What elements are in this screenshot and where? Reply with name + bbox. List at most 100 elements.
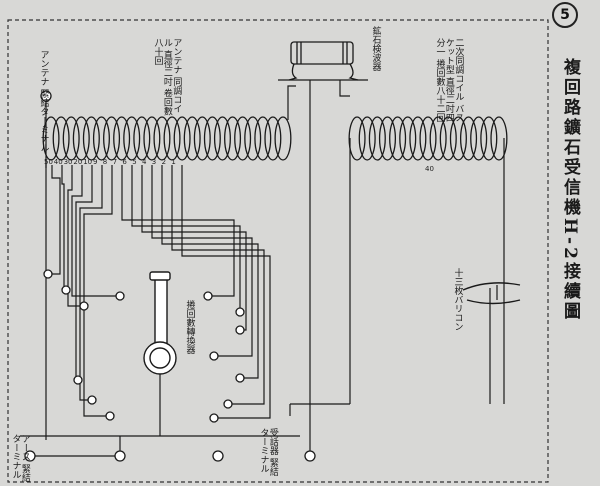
coil-turn: [113, 116, 131, 161]
label-secondary-coil: 二次同調コイル バスケット型 直徑二吋四分一 捲回數八十二回: [434, 38, 464, 122]
tap-number: 40: [53, 158, 63, 166]
tap-number: 1: [171, 158, 176, 166]
tap-number: 10: [83, 158, 93, 166]
coil-turn: [183, 116, 201, 161]
switch-contact: [209, 413, 219, 423]
switch-contact: [209, 351, 219, 361]
page-number-badge: 5: [552, 2, 578, 28]
coil-turn: [143, 116, 161, 161]
switch-contact: [235, 325, 245, 335]
label-condenser: 十三枚バリコン: [452, 268, 463, 331]
coil-turn: [163, 116, 181, 161]
switch-contact: [223, 399, 233, 409]
tap-number: 50: [44, 158, 53, 166]
coil-turn: [480, 116, 498, 161]
coil-turn: [490, 116, 508, 161]
tap-number: 30: [63, 158, 73, 166]
coil-turn: [133, 116, 151, 161]
wire: [67, 165, 84, 307]
earth-terminal: [24, 450, 36, 462]
label-earth-terminal: アース 緊結ターミナル: [10, 434, 30, 482]
label-antenna-terminal: アンテナ 緊結ターミナル: [38, 50, 49, 152]
tap-secondary-label: 40: [425, 165, 434, 173]
coil-turn: [153, 116, 171, 161]
tap-number: 20: [73, 158, 83, 166]
switch-contact: [203, 291, 213, 301]
coil-turn: [82, 116, 100, 161]
wire: [287, 85, 296, 120]
switch-contact: [79, 301, 89, 311]
wiring: [20, 80, 505, 457]
wire: [48, 165, 61, 275]
coil-turn: [348, 116, 366, 161]
coil-turn: [429, 116, 447, 161]
tap-number: 3: [151, 158, 157, 166]
coil-turn: [399, 116, 417, 161]
coil-turn: [389, 116, 407, 161]
wire: [151, 165, 253, 357]
tap-number: 2: [161, 158, 167, 166]
dashed-border: [7, 19, 549, 483]
coil-turn: [449, 116, 467, 161]
coil-turn: [234, 116, 252, 161]
coil-turn: [254, 116, 272, 161]
coil-turn: [439, 116, 457, 161]
coil-turn: [409, 116, 427, 161]
wire: [79, 165, 103, 401]
coil-turn: [264, 116, 282, 161]
wire: [171, 165, 265, 405]
coil-turn: [459, 116, 478, 161]
wire: [71, 165, 120, 297]
tap-number: 5: [132, 158, 137, 166]
switch-contacts: [24, 90, 316, 462]
coil-turn: [274, 116, 292, 161]
wire: [339, 80, 350, 97]
switch-contact: [235, 373, 245, 383]
coil-turn: [92, 116, 110, 161]
tap-number: 8: [102, 158, 108, 166]
label-detector: 鉱石検波器: [370, 26, 381, 71]
coil-turn: [358, 116, 376, 161]
receiver-terminal-1: [212, 450, 224, 462]
coil-turn: [368, 116, 386, 161]
coil-turn: [470, 116, 488, 161]
coil-turn: [419, 116, 437, 161]
label-switch: 捲回數轉換器: [184, 300, 195, 354]
tap-number: 6: [122, 158, 127, 166]
receiver-terminal-2: [304, 450, 316, 462]
wire: [181, 165, 271, 419]
label-receiver-terminal: 受話器 緊結ターミナル: [258, 428, 278, 476]
antenna-terminal: [40, 90, 52, 102]
switch-arm-icon: [143, 271, 177, 375]
tap-number: 7: [112, 158, 118, 166]
coil-turn: [62, 116, 80, 161]
coil-turn: [193, 116, 211, 161]
condenser-icon: [462, 282, 521, 305]
wire: [121, 165, 235, 297]
coil-turn: [378, 116, 397, 161]
tap-number: 9: [93, 158, 98, 166]
coil-turn: [213, 116, 231, 161]
switch-contact: [87, 395, 97, 405]
switch-contact: [105, 411, 115, 421]
coil-turn: [173, 116, 191, 161]
switch-contact: [61, 285, 71, 295]
page-title: 複回路鑛石受信機H-2接續圖: [560, 58, 580, 322]
switch-contact: [235, 307, 245, 317]
switch-contact: [73, 375, 83, 385]
coil-turn: [72, 116, 90, 161]
earth-terminal-2: [114, 450, 126, 462]
coil-turn: [244, 116, 262, 161]
label-antenna-coil: アンテナ 同調コイル 直徑二吋 卷回數八十回: [152, 38, 182, 116]
secondary-coil: [348, 116, 508, 161]
antenna-coil: [42, 116, 292, 161]
switch-contact: [43, 269, 53, 279]
wire: [61, 165, 66, 291]
coil-turn: [52, 116, 70, 161]
wire: [161, 165, 259, 379]
coil-turn: [42, 116, 60, 161]
switch-contact: [115, 291, 125, 301]
tap-number: 4: [142, 158, 147, 166]
